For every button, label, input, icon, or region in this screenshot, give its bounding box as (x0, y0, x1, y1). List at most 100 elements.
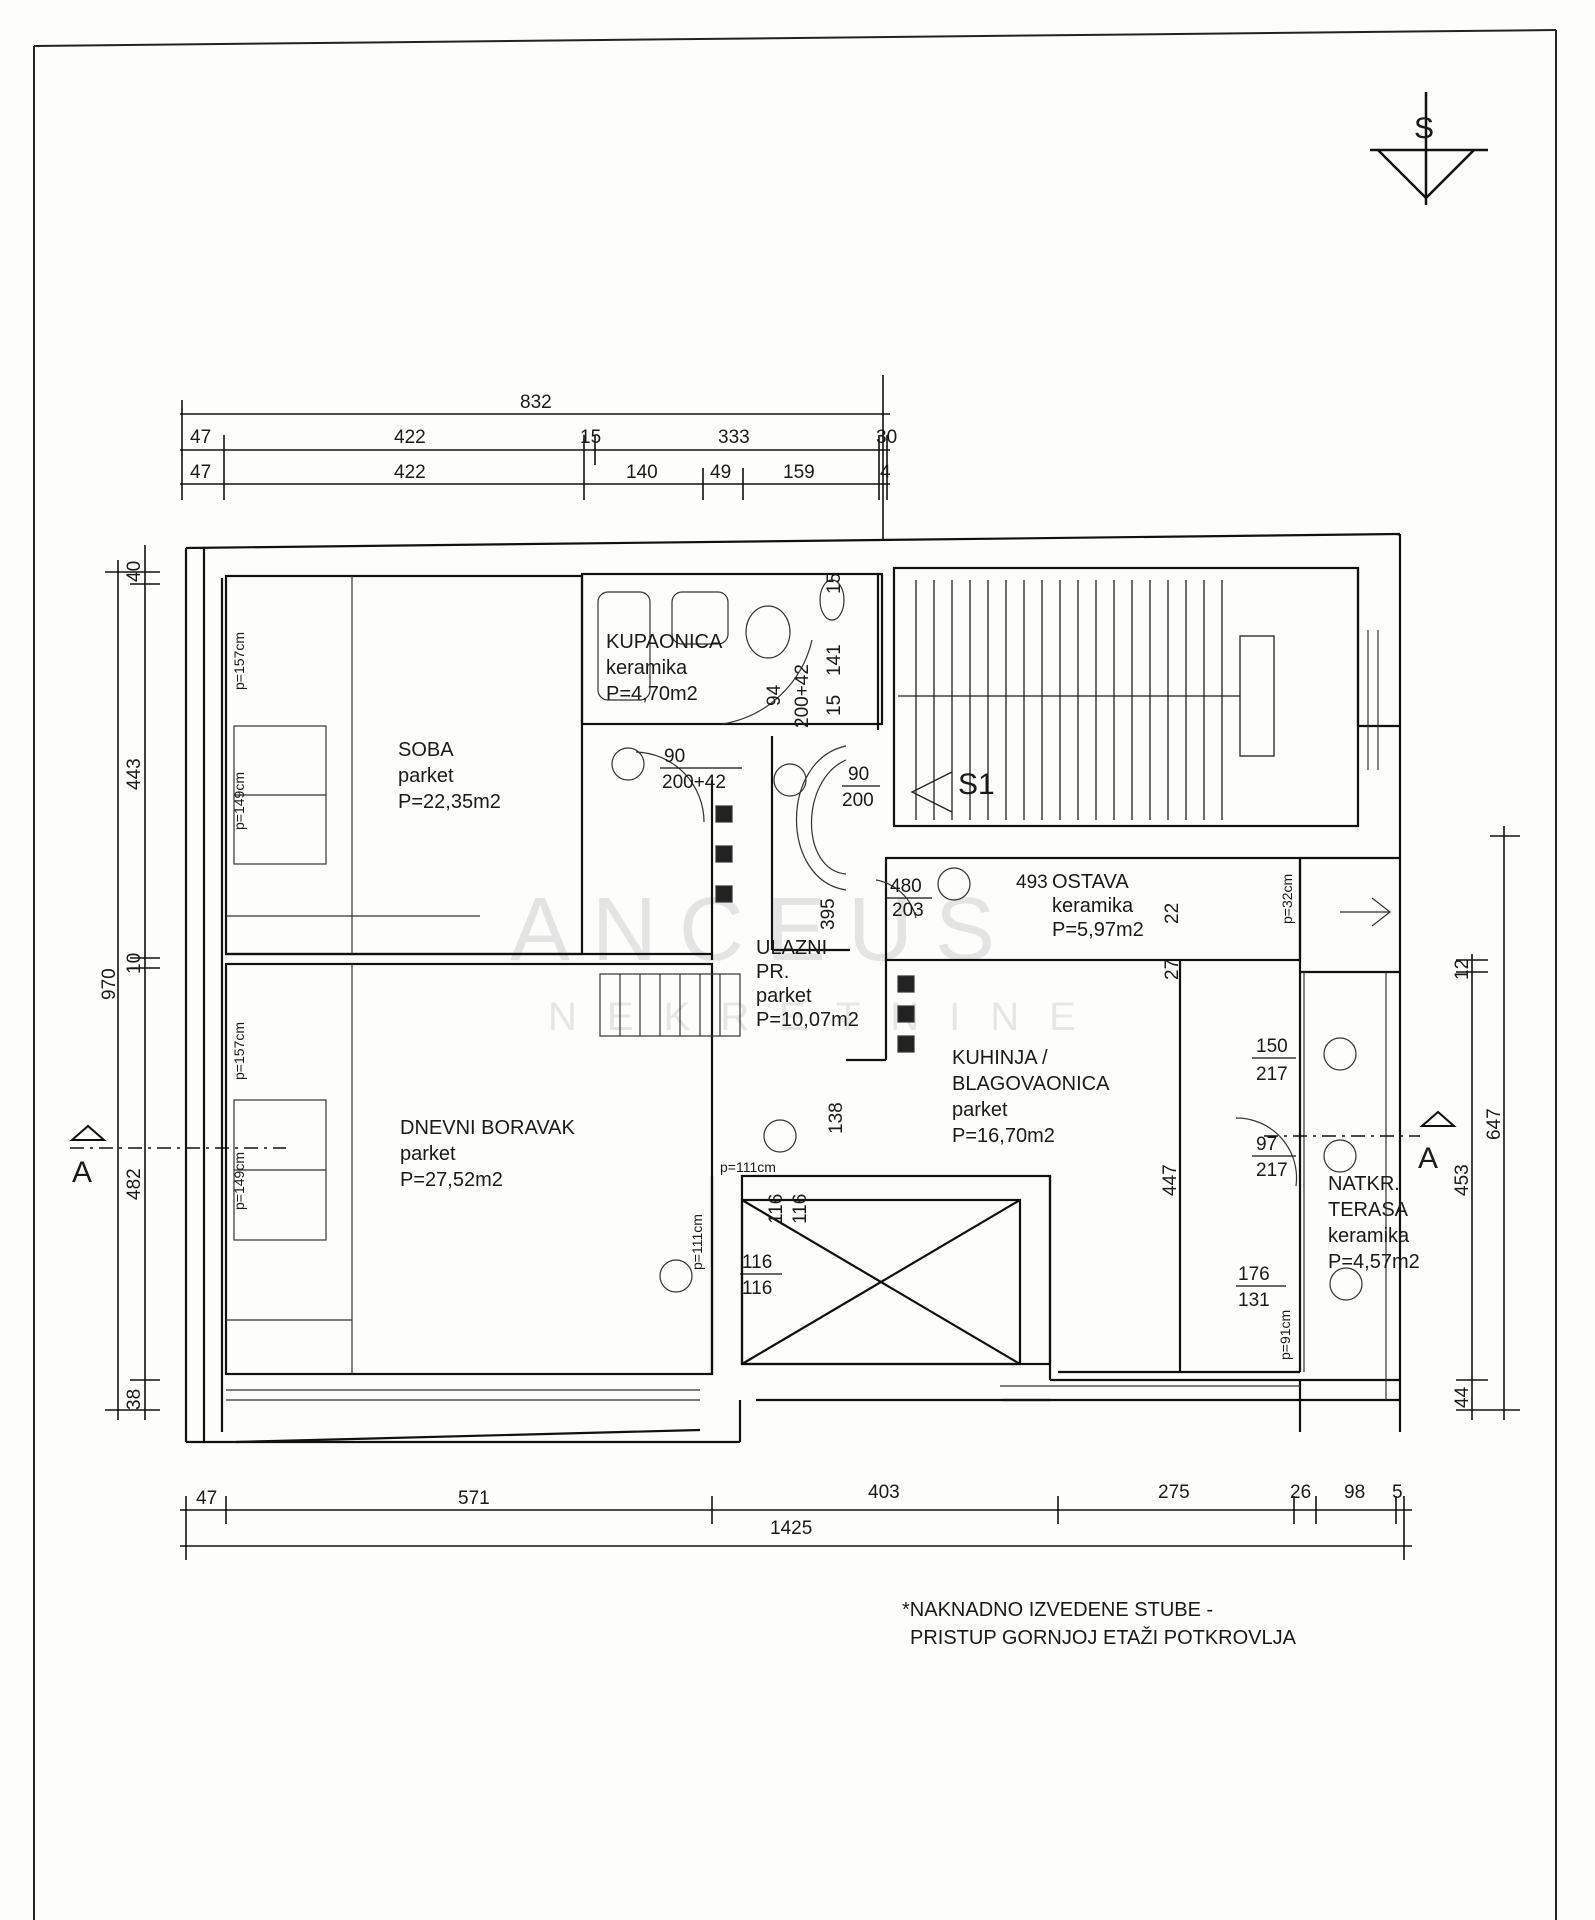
kuh-win1-w: 150 (1256, 1036, 1288, 1057)
room-name: OSTAVA (1052, 871, 1129, 893)
room-floor: parket (756, 985, 812, 1007)
dim-right-2: 44 (1452, 1386, 1473, 1408)
dim-bot-0: 47 (196, 1488, 217, 1509)
room-name-2: PR. (756, 961, 789, 983)
sheet-frame (33, 29, 1557, 1920)
room-name: SOBA (398, 739, 454, 761)
kup-h-0: 15 (824, 573, 845, 594)
ostava-493: 493 (1016, 872, 1048, 893)
void-116b-1: 116 (742, 1278, 772, 1299)
room-soba: SOBA parket P=22,35m2 (398, 739, 501, 813)
building-walls (184, 532, 1402, 1444)
dim-top-r2-0: 47 (190, 427, 211, 448)
p-ter: p=91cm (1277, 1310, 1293, 1360)
dim-right-0: 12 (1452, 959, 1473, 980)
dim-top-r3-4: 159 (783, 462, 815, 483)
dim-bot-4: 26 (1290, 1482, 1311, 1503)
dim-top-r3-1: 422 (394, 462, 426, 483)
room-ostava: OSTAVA keramika P=5,97m2 (1052, 871, 1144, 941)
room-floor: parket (400, 1143, 456, 1165)
room-name-2: BLAGOVAONICA (952, 1073, 1110, 1095)
p-dnevni-b: p=149cm (231, 1152, 247, 1210)
dim-top-r2-1: 422 (394, 427, 426, 448)
dim-right-total: 647 (1484, 1108, 1505, 1140)
room-area: P=27,52m2 (400, 1169, 503, 1191)
void-116b-0: 116 (742, 1252, 772, 1273)
kuh-win2-w: 97 (1256, 1134, 1277, 1155)
room-ulazni: ULAZNI PR. parket P=10,07m2 (756, 937, 859, 1031)
room-area: P=5,97m2 (1052, 919, 1144, 941)
ostava-22: 22 (1162, 903, 1183, 924)
ostava-door-h: 203 (892, 900, 924, 921)
ostava-door-w: 480 (890, 876, 922, 897)
room-floor: parket (398, 765, 454, 787)
dim-left-1: 443 (124, 758, 145, 790)
room-area: P=10,07m2 (756, 1009, 859, 1031)
right-dimension-lines (1456, 826, 1520, 1420)
room-floor: keramika (606, 657, 688, 679)
dim-bot-2: 403 (868, 1482, 900, 1503)
hall-395: 395 (818, 898, 839, 930)
dim-top-r2-4: 30 (876, 427, 897, 448)
section-arrow-left-icon (69, 1124, 107, 1141)
section-arrow-right-icon (1419, 1110, 1457, 1127)
dim-top-r3-5: 4 (880, 462, 891, 483)
dim-bot-total: 1425 (770, 1518, 812, 1539)
void-116a-0: 116 (766, 1194, 787, 1224)
dim-top-r3-3: 49 (710, 462, 731, 483)
dim-top-r2-3: 333 (718, 427, 750, 448)
top-dimension-lines (180, 375, 890, 540)
dim-bot-1: 571 (458, 1488, 490, 1509)
room-terasa: NATKR. TERASA keramika P=4,57m2 (1328, 1173, 1420, 1273)
dim-left-3: 482 (124, 1168, 145, 1200)
note-line-1: *NAKNADNO IZVEDENE STUBE - (902, 1599, 1213, 1621)
p-soba-b: p=149cm (231, 772, 247, 830)
dim-bot-6: 5 (1392, 1482, 1403, 1503)
p-void-top: p=111cm (720, 1159, 776, 1175)
kuh-447: 447 (1160, 1164, 1181, 1196)
room-area: P=4,70m2 (606, 683, 698, 705)
p-void-left: p=111cm (689, 1214, 705, 1270)
room-floor: keramika (1052, 895, 1134, 917)
stair-mark: S1 (958, 768, 995, 801)
bottom-dimension-lines (180, 1496, 1412, 1560)
room-area: P=16,70m2 (952, 1125, 1055, 1147)
dim-bot-3: 275 (1158, 1482, 1190, 1503)
dim-bot-5: 98 (1344, 1482, 1365, 1503)
dim-left-4: 38 (124, 1389, 145, 1410)
room-floor: keramika (1328, 1225, 1410, 1247)
hall-138: 138 (826, 1102, 847, 1134)
kup-door-h: 200+42 (792, 664, 813, 728)
room-name: ULAZNI (756, 937, 827, 959)
watermark-sub: NEKRETNINE (548, 995, 1106, 1039)
section-line (70, 1135, 1420, 1149)
room-kupaonica: KUPAONICA keramika P=4,70m2 (606, 631, 723, 705)
room-kuhinja: KUHINJA / BLAGOVAONICA parket P=16,70m2 (952, 1047, 1110, 1147)
ostava-27: 27 (1162, 959, 1183, 980)
soba-door-w: 90 (664, 746, 685, 767)
ter-win-h: 131 (1238, 1290, 1270, 1311)
room-name: KUHINJA / (952, 1047, 1048, 1069)
opening-labels: 94 200+42 15 141 15 90 200+42 90 200 480… (660, 573, 1296, 1311)
dim-right-1: 453 (1452, 1164, 1473, 1196)
soba-door-h: 200+42 (662, 772, 726, 793)
dim-left-total: 970 (99, 968, 120, 1000)
north-arrow-icon (1370, 92, 1488, 205)
p-soba-a: p=157cm (231, 632, 247, 690)
height-marks: p=157cm p=149cm p=157cm p=149cm p=111cm … (231, 632, 1295, 1360)
room-area: P=4,57m2 (1328, 1251, 1420, 1273)
stair-s1 (898, 580, 1275, 820)
p-dnevni-a: p=157cm (231, 1022, 247, 1080)
entry-door-w: 90 (848, 764, 869, 785)
room-name-2: TERASA (1328, 1199, 1409, 1221)
dim-top-r2-2: 15 (580, 427, 601, 448)
section-mark-right: A (1418, 1142, 1438, 1175)
section-mark-left: A (72, 1156, 92, 1189)
interior-fixtures (226, 576, 1391, 1401)
void-116a-1: 116 (790, 1194, 811, 1224)
dim-left-0: 40 (124, 561, 145, 582)
entry-door-h: 200 (842, 790, 874, 811)
room-dnevni: DNEVNI BORAVAK parket P=27,52m2 (400, 1117, 576, 1191)
room-name: DNEVNI BORAVAK (400, 1117, 576, 1139)
